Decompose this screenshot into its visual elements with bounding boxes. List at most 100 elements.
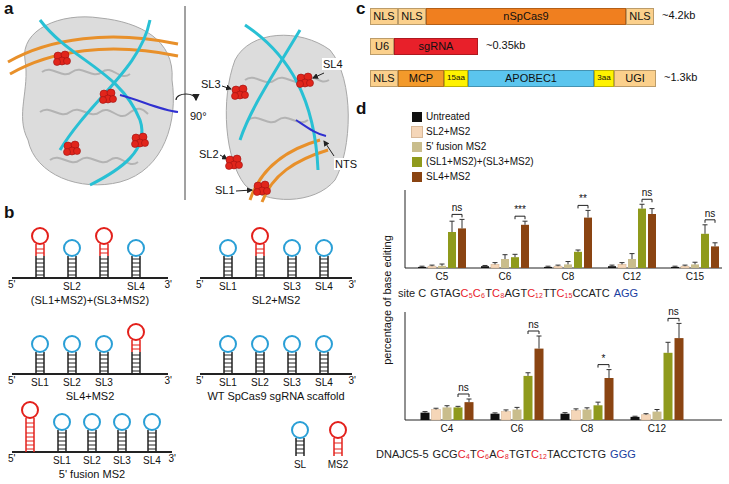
loop xyxy=(252,228,268,244)
nts-strand xyxy=(120,95,178,112)
bar xyxy=(418,267,426,268)
error-bar xyxy=(539,336,540,349)
base-pair xyxy=(288,371,296,372)
bar xyxy=(681,266,689,268)
bar xyxy=(584,218,592,268)
base-pair xyxy=(288,271,296,272)
bar xyxy=(521,225,529,268)
error-cap xyxy=(420,266,425,267)
base-pair xyxy=(224,271,232,272)
protein-surface xyxy=(23,17,174,185)
error-cap xyxy=(620,262,625,263)
error-cap xyxy=(493,412,498,413)
loop xyxy=(330,422,346,438)
base-pair xyxy=(100,371,108,372)
base-pair xyxy=(296,453,304,454)
sequence-segment: C₈ xyxy=(497,448,510,460)
loop xyxy=(292,422,308,438)
category-label: C8 xyxy=(581,423,594,434)
base-pair xyxy=(26,427,34,428)
construct-caption: WT SpCas9 sgRNA scaffold xyxy=(207,390,344,402)
legend-text: SL2+MS2 xyxy=(426,126,470,137)
base-pair xyxy=(288,355,296,356)
stem-strand xyxy=(341,446,343,456)
base-pair xyxy=(100,253,108,254)
base-pair xyxy=(288,275,296,276)
error-cap xyxy=(546,266,551,267)
significance-bracket xyxy=(598,365,609,368)
error-bar xyxy=(525,221,526,225)
error-cap xyxy=(576,250,581,251)
significance-mark: ** xyxy=(579,193,587,204)
rotation-label: 90° xyxy=(189,110,208,122)
loop xyxy=(316,336,332,352)
stem-strand xyxy=(333,446,335,456)
base-pair xyxy=(68,259,76,260)
mutation-sphere xyxy=(226,163,233,170)
bar xyxy=(638,209,646,268)
rna-strand xyxy=(240,30,300,140)
size-label: ~1.3kb xyxy=(664,71,697,83)
error-cap xyxy=(513,254,518,255)
loop xyxy=(284,336,300,352)
base-pair xyxy=(288,363,296,364)
base-pair xyxy=(36,259,44,260)
stem-strand xyxy=(255,244,257,256)
leader-arrow xyxy=(222,86,231,89)
mutation-sphere xyxy=(64,58,71,65)
base-pair xyxy=(256,371,264,372)
base-pair xyxy=(132,275,140,276)
error-cap xyxy=(677,323,682,324)
base-pair xyxy=(26,445,34,446)
base-pair xyxy=(36,275,44,276)
base-pair xyxy=(88,441,96,442)
protein-texture xyxy=(40,109,148,116)
segment-name: NLS xyxy=(373,10,394,22)
error-cap xyxy=(430,265,435,266)
loop xyxy=(54,414,70,430)
construct-segment: U6 xyxy=(370,38,394,55)
mutation-sphere xyxy=(264,188,271,195)
significance-bracket xyxy=(578,205,588,208)
loop xyxy=(252,336,268,352)
base-pair xyxy=(132,359,140,360)
error-cap xyxy=(504,409,509,410)
segment-name: MCP xyxy=(409,72,433,84)
significance-mark: *** xyxy=(514,204,526,215)
stem-label: SL3 xyxy=(95,377,113,388)
bar xyxy=(524,376,533,420)
base-pair xyxy=(256,359,264,360)
mutation-sphere xyxy=(142,140,149,147)
leader-arrow xyxy=(236,190,252,191)
base-pair xyxy=(224,259,232,260)
base-pair xyxy=(36,253,44,254)
base-pair xyxy=(132,271,140,272)
stem-label: SL4 xyxy=(127,281,145,292)
bar xyxy=(691,264,699,268)
bar xyxy=(458,228,466,268)
base-pair xyxy=(132,267,140,268)
leader-arrow xyxy=(313,73,324,78)
significance-bracket xyxy=(705,220,715,223)
error-cap xyxy=(650,208,655,209)
error-bar xyxy=(462,219,463,228)
legend-swatch xyxy=(412,127,422,137)
bar xyxy=(432,410,441,421)
sequence-segment: C₁₂ xyxy=(531,448,547,460)
error-bar xyxy=(715,243,716,247)
base-pair xyxy=(100,259,108,260)
construct-segment: NLS xyxy=(370,8,398,25)
legend-text: SL xyxy=(294,459,306,470)
base-pair xyxy=(36,271,44,272)
stem-strand xyxy=(33,418,35,430)
bar xyxy=(711,246,719,268)
error-cap xyxy=(644,413,649,414)
bar xyxy=(511,257,519,268)
bar xyxy=(675,338,684,420)
error-cap xyxy=(423,411,428,412)
stem-label: SL3 xyxy=(113,455,131,466)
error-cap xyxy=(460,219,465,220)
base-pair xyxy=(148,445,156,446)
error-cap xyxy=(703,224,708,225)
base-pair xyxy=(58,445,66,446)
